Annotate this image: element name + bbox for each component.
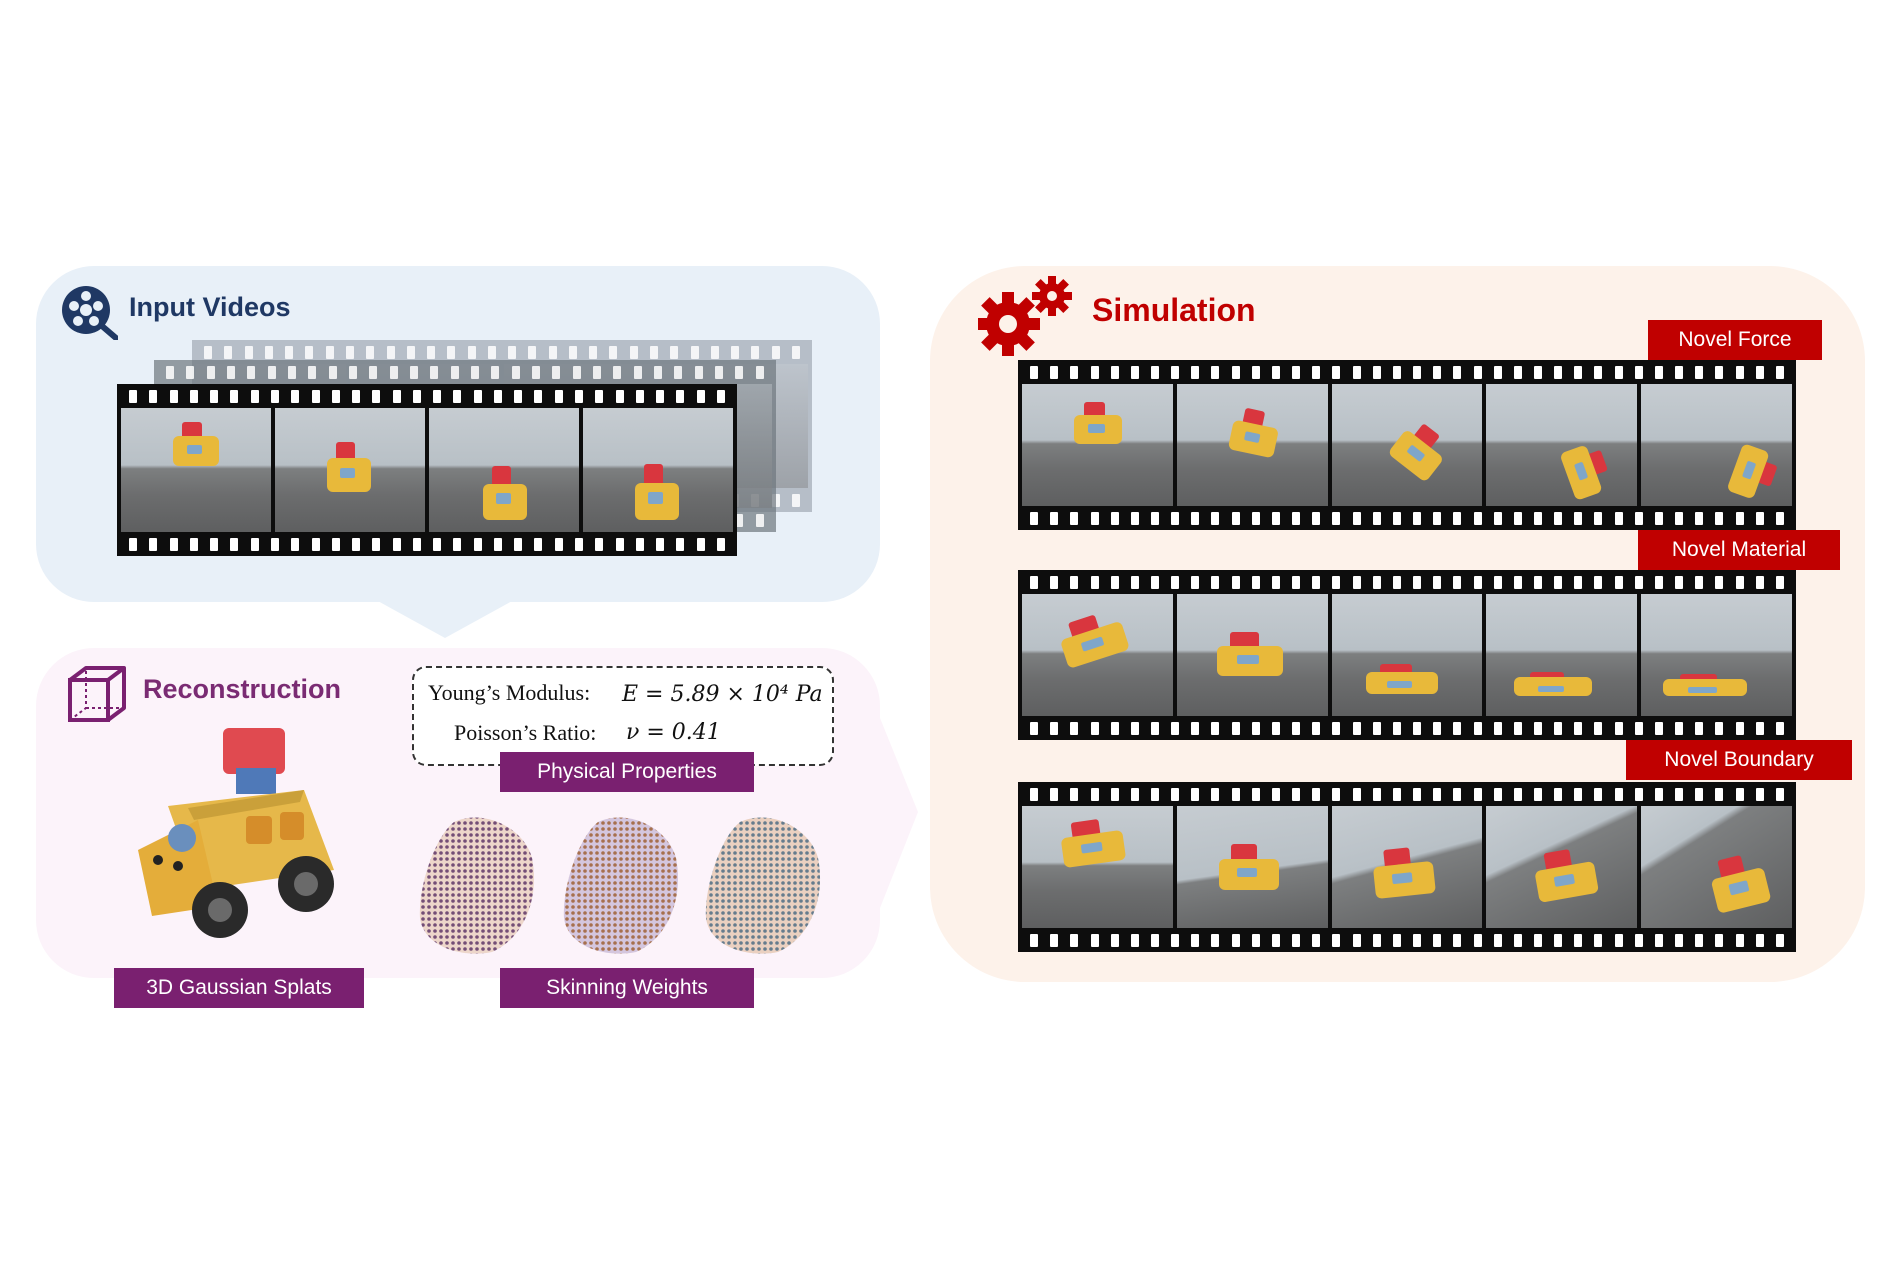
novel-boundary-film-strip (1018, 782, 1796, 952)
youngs-modulus-label: Young’s Modulus: (428, 680, 591, 705)
input-frame-3 (429, 408, 579, 532)
material-frame-1 (1022, 594, 1173, 716)
novel-material-tag: Novel Material (1638, 530, 1840, 570)
poissons-ratio-value: ν = 0.41 (626, 720, 721, 745)
input-frame-1 (121, 408, 271, 532)
novel-force-film-strip (1018, 360, 1796, 530)
force-frame-4 (1486, 384, 1638, 506)
youngs-modulus-value: E = 5.89 × 10⁴ Pa (622, 682, 823, 707)
novel-boundary-tag: Novel Boundary (1626, 740, 1852, 780)
physical-properties-tag: Physical Properties (500, 752, 754, 792)
novel-force-tag: Novel Force (1648, 320, 1822, 360)
force-frame-3 (1331, 384, 1483, 506)
input-frame-4 (583, 408, 733, 532)
film-reel-search-icon (62, 286, 118, 340)
cube-icon (68, 666, 126, 722)
simulation-title: Simulation (1092, 292, 1256, 328)
material-frame-2 (1176, 594, 1328, 716)
boundary-frame-3 (1331, 806, 1483, 928)
force-frame-2 (1176, 384, 1328, 506)
input-videos-title: Input Videos (129, 292, 291, 322)
force-frame-5 (1641, 384, 1792, 506)
boundary-frame-4 (1486, 806, 1638, 928)
skinning-weights-point-clouds (419, 817, 821, 954)
physical-properties-box: Young’s Modulus: E = 5.89 × 10⁴ Pa Poiss… (412, 666, 834, 766)
material-frame-5 (1641, 594, 1792, 716)
boundary-frame-1 (1022, 806, 1173, 928)
novel-material-film-strip (1018, 570, 1796, 740)
input-frame-2 (275, 408, 425, 532)
material-frame-4 (1486, 594, 1638, 716)
skinning-weights-tag: Skinning Weights (500, 968, 754, 1008)
material-frame-3 (1331, 594, 1483, 716)
force-frame-1 (1022, 384, 1173, 506)
gaussian-splat-toy-render (138, 728, 334, 938)
poissons-ratio-label: Poisson’s Ratio: (454, 720, 597, 745)
boundary-frame-2 (1176, 806, 1328, 928)
input-film-strip (117, 384, 737, 556)
boundary-frame-5 (1641, 806, 1792, 928)
gears-icon (978, 276, 1072, 356)
reconstruction-title: Reconstruction (143, 674, 342, 704)
gaussian-splats-tag: 3D Gaussian Splats (114, 968, 364, 1008)
